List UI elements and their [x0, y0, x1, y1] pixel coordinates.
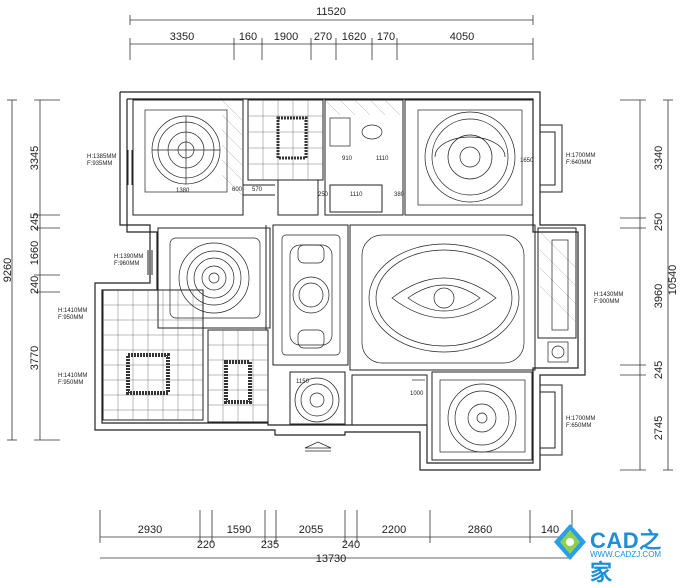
top-dim-6: 170 — [377, 31, 395, 43]
tile-inlay-small-room — [224, 360, 252, 404]
floor-plan-drawing: 11520 3350 160 1900 270 1620 170 4050 92… — [2, 6, 679, 565]
tile-inlay-left-room — [126, 353, 170, 395]
cadzj-watermark: CAD之家 WWW.CADZJ.COM — [552, 520, 680, 585]
right-dim-5: 2745 — [653, 416, 665, 440]
right-dim-4: 245 — [653, 361, 665, 379]
inner-dim-1: 1380 — [176, 188, 190, 194]
inner-dim-8: 380 — [394, 192, 405, 198]
tile-grid-small-room — [208, 330, 268, 422]
interior-walls — [102, 99, 577, 461]
bottom-dim-4: 235 — [261, 539, 279, 551]
bottom-dimension-chain — [99, 510, 573, 559]
ceiling-medallion-top-right — [417, 109, 523, 206]
top-total-dimension: 11520 — [316, 6, 346, 18]
bottom-dim-5: 2055 — [299, 524, 323, 536]
top-dim-5: 1620 — [342, 31, 366, 43]
room-label-f-4: F:950MM — [58, 380, 83, 386]
room-label-f-1: F:935MM — [87, 161, 112, 167]
right-dim-1: 3340 — [653, 146, 665, 170]
top-dim-1: 3350 — [170, 31, 194, 43]
ceiling-medallion-bottom-center — [294, 377, 340, 423]
bottom-total-dimension: 13730 — [316, 553, 347, 565]
room-label-h-5: H:1700MM — [566, 153, 595, 159]
left-total-dimension: 9260 — [2, 258, 14, 282]
bottom-dim-9: 140 — [541, 524, 559, 536]
top-dim-4: 270 — [314, 31, 332, 43]
bottom-dim-3: 1590 — [227, 524, 251, 536]
inner-dim-9: 1000 — [410, 391, 424, 397]
inner-dim-6: 1110 — [350, 192, 363, 198]
ceiling-medallion-middle-left — [169, 237, 261, 319]
inner-dim-5: 1110 — [376, 156, 389, 162]
inner-dim-11: 1650 — [520, 158, 534, 164]
inner-dim-3: 570 — [252, 187, 263, 193]
room-label-h-3: H:1410MM — [58, 308, 87, 314]
bottom-dim-7: 2200 — [382, 524, 406, 536]
left-dim-1: 3345 — [29, 146, 41, 170]
ceiling-medallion-top-left — [144, 109, 228, 193]
room-label-f-6: F:900MM — [594, 299, 619, 305]
room-label-h-7: H:1700MM — [566, 416, 595, 422]
bottom-dim-2: 220 — [197, 539, 215, 551]
inner-dim-10: 1150 — [296, 379, 310, 385]
left-dim-2: 245 — [29, 213, 41, 231]
top-dimension-chain — [129, 15, 534, 60]
tile-grid-bath-top — [248, 100, 323, 180]
tile-inlay-bath-top — [276, 116, 308, 160]
fixtures — [304, 117, 569, 452]
cadzj-logo-icon — [554, 524, 586, 560]
watermark-url: WWW.CADZJ.COM — [590, 550, 662, 559]
ceiling-corridor-ornament — [281, 234, 341, 356]
right-dim-3: 3960 — [653, 284, 665, 308]
right-dimension-chain — [620, 99, 673, 471]
room-label-f-5: F:640MM — [566, 160, 591, 166]
top-dim-2: 160 — [239, 31, 257, 43]
left-dim-4: 240 — [29, 276, 41, 294]
room-label-h-6: H:1430MM — [594, 292, 623, 298]
top-dim-7: 4050 — [450, 31, 474, 43]
bottom-dim-6: 240 — [342, 539, 360, 551]
inner-dim-4: 910 — [342, 156, 353, 162]
room-label-f-2: F:960MM — [114, 261, 139, 267]
room-label-h-2: H:1390MM — [114, 254, 143, 260]
room-label-f-7: F:650MM — [566, 423, 591, 429]
left-dim-5: 3770 — [29, 346, 41, 370]
room-label-f-3: F:950MM — [58, 315, 83, 321]
right-total-dimension: 10540 — [667, 265, 679, 296]
ceiling-oval-living-room — [361, 234, 525, 364]
room-label-h-1: H:1385MM — [87, 154, 116, 160]
ceiling-medallion-bottom-right — [439, 379, 526, 453]
bay-windows — [127, 124, 563, 456]
left-dimension-chain — [7, 99, 60, 441]
right-dim-2: 250 — [653, 213, 665, 231]
inner-dim-7: 250 — [318, 192, 329, 198]
left-dim-3: 1660 — [29, 241, 41, 265]
top-dim-3: 1900 — [274, 31, 298, 43]
bottom-dim-8: 2860 — [468, 524, 492, 536]
room-label-h-4: H:1410MM — [58, 373, 87, 379]
bottom-dim-1: 2930 — [138, 524, 162, 536]
hatch-closets — [221, 99, 577, 323]
inner-dim-2: 600 — [232, 187, 243, 193]
